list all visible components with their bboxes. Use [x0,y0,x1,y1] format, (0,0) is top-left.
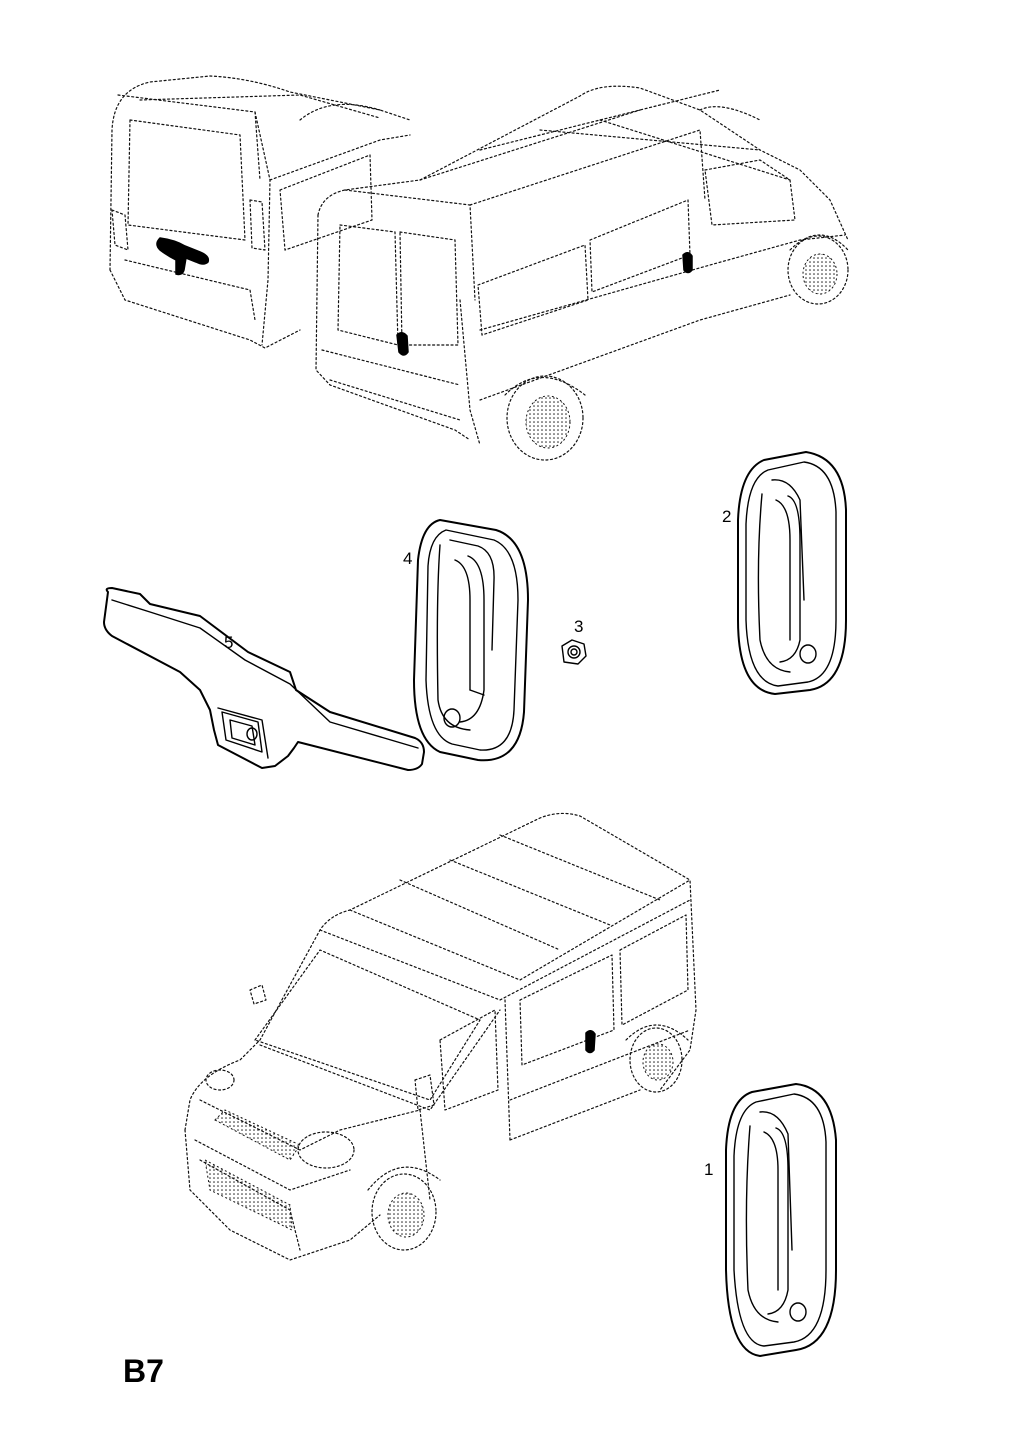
callout-5: 5 [224,633,233,652]
part-4-door-handle [413,519,529,762]
callout-4: 4 [403,549,412,568]
part-1-door-handle [725,1083,837,1357]
van-rear-side-view [315,85,849,461]
van-front-view [184,812,697,1261]
page-code-label: B7 [123,1353,164,1389]
part-5-tailgate-handle [103,587,425,771]
part-3-nut [561,639,587,665]
part-2-door-handle [737,451,847,695]
van-rear-tailgate-view [109,75,411,349]
callout-2: 2 [722,507,731,526]
callout-3: 3 [574,617,583,636]
callout-1: 1 [704,1160,713,1179]
